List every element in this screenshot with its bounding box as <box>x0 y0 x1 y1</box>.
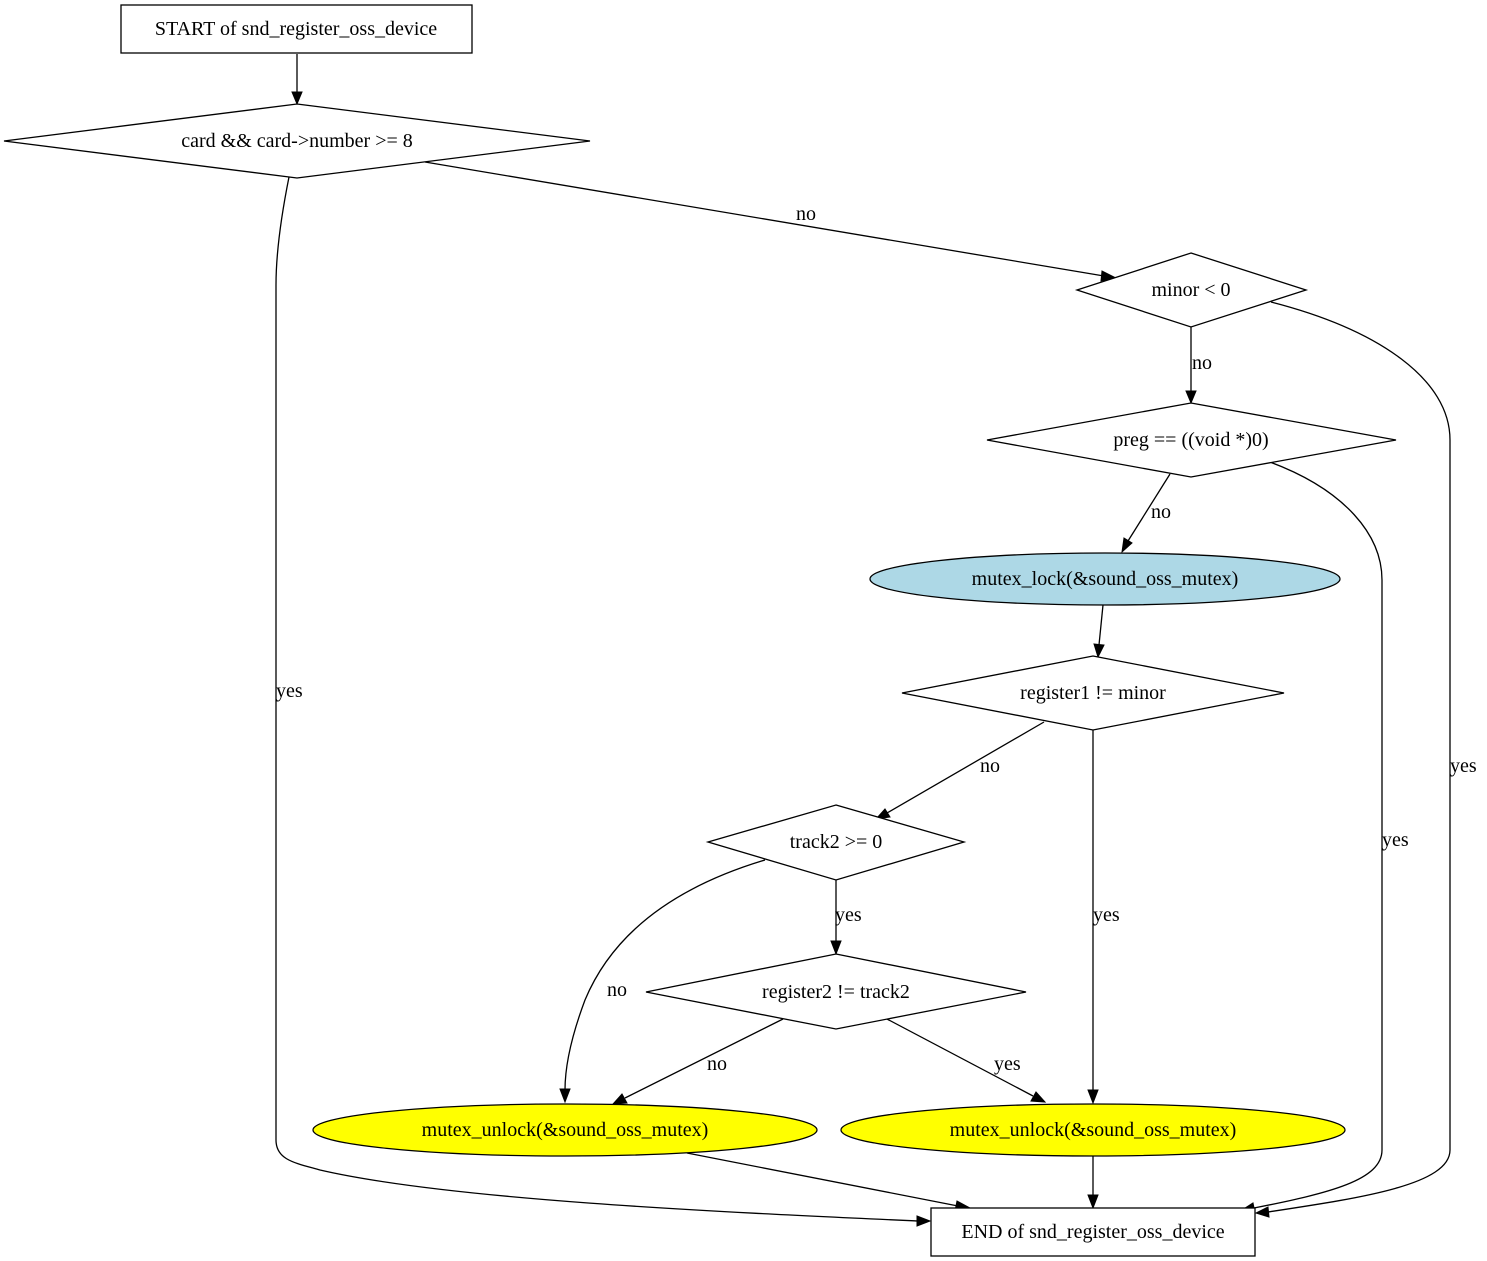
edge-label-card-no: no <box>796 203 816 225</box>
decision-diamond <box>901 655 1285 731</box>
edge-label-track2-no: no <box>607 979 627 1001</box>
cond-card-label: card && card->number >= 8 <box>181 130 413 152</box>
edge-preg-to-lock: no <box>1121 473 1171 554</box>
edges: no yes no yes no yes <box>275 54 1477 1227</box>
unlock-left-label: mutex_unlock(&sound_oss_mutex) <box>422 1119 709 1141</box>
unlock-ellipse <box>312 1103 818 1157</box>
decision-diamond <box>986 402 1397 478</box>
decision-diamond <box>645 953 1027 1030</box>
node-lock: mutex_lock(&sound_oss_mutex) <box>869 552 1341 606</box>
cond-track2-label: track2 >= 0 <box>790 831 883 853</box>
edge-label-minor-yes: yes <box>1450 755 1477 777</box>
node-cond-track2: track2 >= 0 <box>705 804 967 881</box>
node-cond-register2: register2 != track2 <box>645 953 1027 1030</box>
edge-label-preg-no: no <box>1151 501 1171 523</box>
edge-track2-to-unlock-left: no <box>559 859 766 1104</box>
decision-diamond <box>3 103 591 179</box>
edge-label-register2-no: no <box>707 1053 727 1075</box>
node-cond-preg: preg == ((void *)0) <box>986 402 1397 478</box>
lock-label: mutex_lock(&sound_oss_mutex) <box>972 568 1239 590</box>
edge-minor-to-end: yes <box>1254 301 1477 1218</box>
edge-unlock-right-to-end <box>1087 1156 1099 1210</box>
node-end: END of snd_register_oss_device <box>930 1207 1256 1257</box>
edge-card-to-minor: no <box>424 161 1118 282</box>
start-box <box>120 4 473 54</box>
edge-register2-to-unlock-left: no <box>611 1018 784 1105</box>
edge-lock-to-register1 <box>1093 604 1105 659</box>
unlock-ellipse <box>840 1103 1346 1157</box>
edge-register2-to-unlock-right: yes <box>886 1018 1047 1103</box>
edge-preg-to-end: yes <box>1240 461 1409 1214</box>
edge-label-register1-no: no <box>980 755 1000 777</box>
node-unlock-left: mutex_unlock(&sound_oss_mutex) <box>312 1103 818 1157</box>
lock-ellipse <box>869 552 1341 606</box>
unlock-right-label: mutex_unlock(&sound_oss_mutex) <box>950 1119 1237 1141</box>
end-box <box>930 1207 1256 1257</box>
node-unlock-right: mutex_unlock(&sound_oss_mutex) <box>840 1103 1346 1157</box>
start-label: START of snd_register_oss_device <box>155 18 437 40</box>
edge-register1-to-unlock-right: yes <box>1087 730 1120 1105</box>
cond-register1-label: register1 != minor <box>1020 682 1166 704</box>
edge-label-register2-yes: yes <box>994 1053 1021 1075</box>
edge-label-minor-no: no <box>1192 352 1212 374</box>
cond-preg-label: preg == ((void *)0) <box>1113 429 1268 451</box>
node-cond-minor: minor < 0 <box>1074 252 1309 328</box>
decision-diamond <box>705 804 967 881</box>
edge-unlock-left-to-end <box>686 1152 972 1212</box>
edge-label-preg-yes: yes <box>1382 829 1409 851</box>
cond-minor-label: minor < 0 <box>1151 279 1230 301</box>
edge-label-track2-yes: yes <box>835 904 862 926</box>
edge-start-to-card <box>291 54 303 106</box>
decision-diamond <box>1074 252 1309 328</box>
edge-minor-to-preg: no <box>1185 327 1212 405</box>
end-label: END of snd_register_oss_device <box>961 1221 1224 1243</box>
node-cond-card: card && card->number >= 8 <box>3 103 591 179</box>
nodes: START of snd_register_oss_device card &&… <box>3 4 1397 1257</box>
cond-register2-label: register2 != track2 <box>762 981 910 1003</box>
edge-register1-to-track2: no <box>874 721 1045 820</box>
edge-track2-to-register2: yes <box>830 880 862 956</box>
edge-label-card-yes: yes <box>276 680 303 702</box>
node-start: START of snd_register_oss_device <box>120 4 473 54</box>
edge-card-to-end: yes <box>275 176 932 1227</box>
node-cond-register1: register1 != minor <box>901 655 1285 731</box>
edge-label-register1-yes: yes <box>1093 904 1120 926</box>
